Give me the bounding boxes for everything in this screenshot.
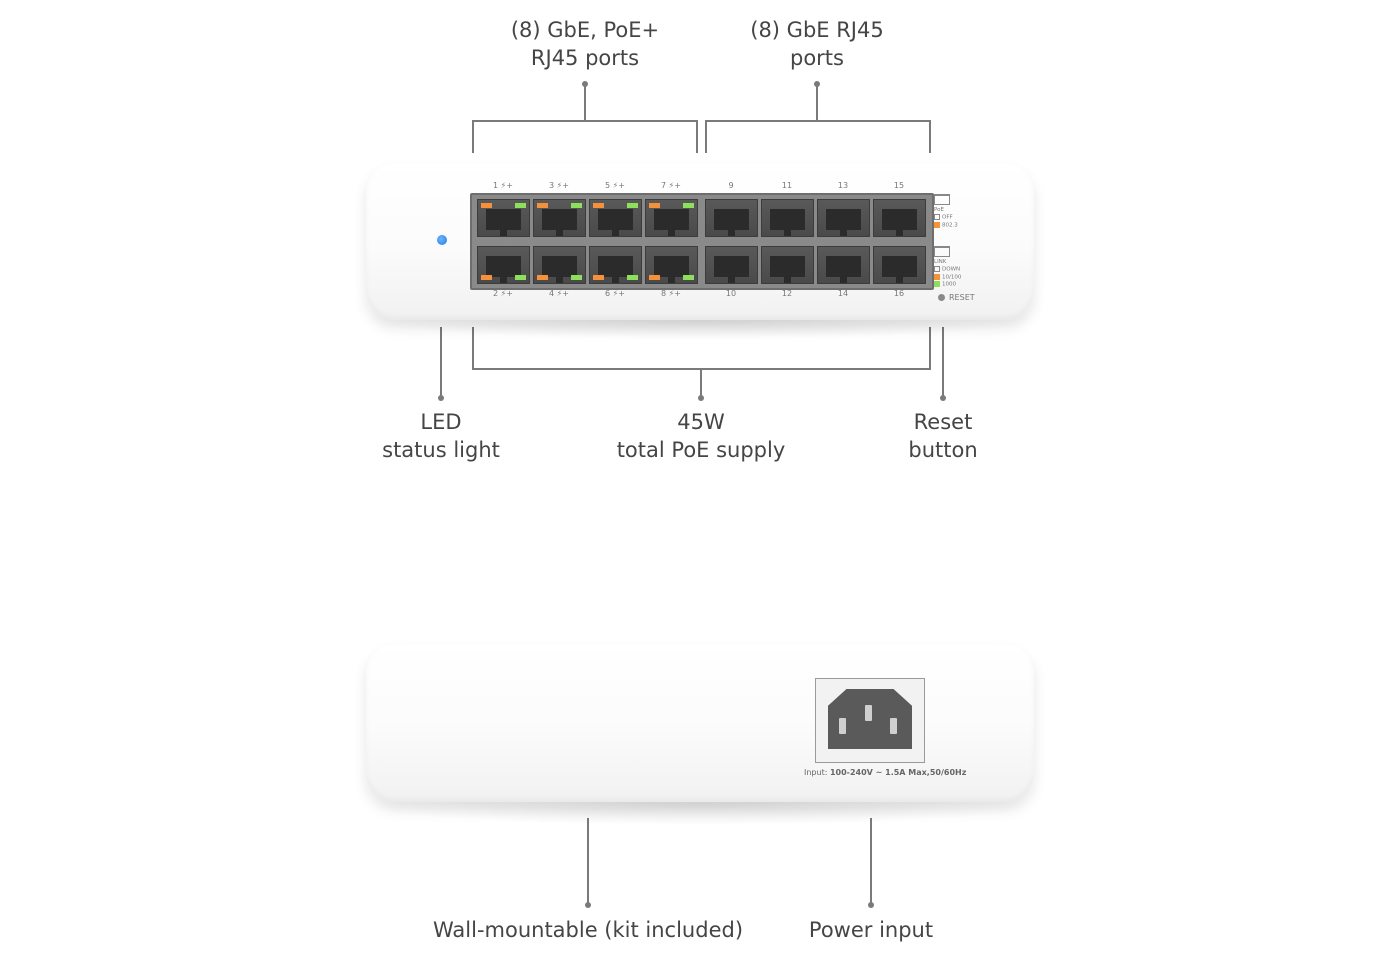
port-number-label: 9 — [728, 181, 734, 190]
poe-led-icon — [593, 275, 604, 280]
power-pin-icon — [865, 705, 872, 721]
rj45-port[interactable] — [705, 199, 758, 237]
port-number-label: 1 ⚡+ — [493, 181, 513, 190]
port-slot — [598, 256, 633, 283]
port-number-label: 11 — [781, 181, 793, 190]
port-slot — [770, 209, 805, 236]
poe-led-icon — [649, 203, 660, 208]
port-number-label: 2 ⚡+ — [493, 289, 513, 298]
port-number-label: 16 — [893, 289, 905, 298]
orange-square-icon — [934, 221, 940, 228]
bracket-poe-ports — [472, 120, 698, 153]
link-led-icon — [515, 275, 526, 280]
poe-led-icon — [481, 275, 492, 280]
link-led-icon — [683, 275, 694, 280]
port-number-label: 15 — [893, 181, 905, 190]
poe-led-icon — [537, 275, 548, 280]
link-led-icon — [571, 203, 582, 208]
off-square-icon — [934, 214, 940, 220]
port-number-label: 7 ⚡+ — [661, 181, 681, 190]
link-led-icon — [627, 203, 638, 208]
power-pin-icon — [839, 718, 846, 734]
link-led-icon — [515, 203, 526, 208]
port-slot — [770, 256, 805, 283]
rj45-port[interactable] — [817, 246, 870, 284]
rj45-port[interactable] — [533, 246, 586, 284]
rj45-port[interactable] — [817, 199, 870, 237]
poe-led-icon — [481, 203, 492, 208]
power-pin-icon — [890, 718, 897, 734]
callout-led: LED status light — [382, 410, 500, 462]
port-slot — [826, 209, 861, 236]
port-number-label: 10 — [725, 289, 737, 298]
switch-back — [366, 644, 1034, 802]
port-slot — [654, 209, 689, 236]
port-number-label: 8 ⚡+ — [661, 289, 681, 298]
port-slot — [882, 209, 917, 236]
port-slot — [714, 209, 749, 236]
link-led-icon — [627, 275, 638, 280]
port-slot — [714, 256, 749, 283]
rj45-port[interactable] — [761, 246, 814, 284]
reset-button[interactable] — [938, 294, 945, 301]
rj45-port[interactable] — [761, 199, 814, 237]
port-slot — [598, 209, 633, 236]
legend-poe: PoE OFF 802.3 — [934, 194, 958, 229]
rj45-port[interactable] — [645, 199, 698, 237]
rj45-port[interactable] — [477, 246, 530, 284]
callout-poe-ports: (8) GbE, PoE+ RJ45 ports — [510, 18, 660, 70]
green-square-icon — [934, 281, 940, 287]
rj45-port[interactable] — [873, 199, 926, 237]
callout-power-input: Power input — [808, 918, 934, 942]
rj45-port[interactable] — [589, 246, 642, 284]
poe-led-icon — [649, 275, 660, 280]
port-number-label: 5 ⚡+ — [605, 181, 625, 190]
poe-led-icon — [537, 203, 548, 208]
port-slot — [882, 256, 917, 283]
legend-link: LINK DOWN 10/100 1000 — [934, 246, 961, 289]
orange-square-icon — [934, 273, 940, 280]
port-slot — [654, 256, 689, 283]
port-slot — [826, 256, 861, 283]
down-square-icon — [934, 266, 940, 272]
rj45-port[interactable] — [477, 199, 530, 237]
status-led — [437, 235, 447, 245]
link-led-icon — [683, 203, 694, 208]
rj45-port[interactable] — [645, 246, 698, 284]
rj45-port[interactable] — [873, 246, 926, 284]
callout-reset: Reset button — [908, 410, 978, 462]
port-slot — [542, 256, 577, 283]
rj45-port[interactable] — [589, 199, 642, 237]
port-number-label: 3 ⚡+ — [549, 181, 569, 190]
port-number-label: 12 — [781, 289, 793, 298]
callout-poe-supply: 45W total PoE supply — [616, 410, 786, 462]
callout-wall-mount: Wall-mountable (kit included) — [432, 918, 744, 942]
port-slot — [542, 209, 577, 236]
port-number-label: 14 — [837, 289, 849, 298]
port-number-label: 6 ⚡+ — [605, 289, 625, 298]
port-slot — [486, 209, 521, 236]
port-slot — [486, 256, 521, 283]
port-number-label: 13 — [837, 181, 849, 190]
link-led-icon — [571, 275, 582, 280]
poe-port-icon — [934, 194, 950, 205]
reset-label: RESET — [949, 293, 975, 302]
poe-led-icon — [593, 203, 604, 208]
callout-gbe-ports: (8) GbE RJ45 ports — [750, 18, 884, 70]
link-port-icon — [934, 246, 950, 257]
port-number-label: 4 ⚡+ — [549, 289, 569, 298]
rj45-port[interactable] — [533, 199, 586, 237]
power-input-spec: Input: 100-240V ~ 1.5A Max,50/60Hz — [804, 768, 967, 777]
bracket-gbe-ports — [705, 120, 931, 153]
rj45-port[interactable] — [705, 246, 758, 284]
